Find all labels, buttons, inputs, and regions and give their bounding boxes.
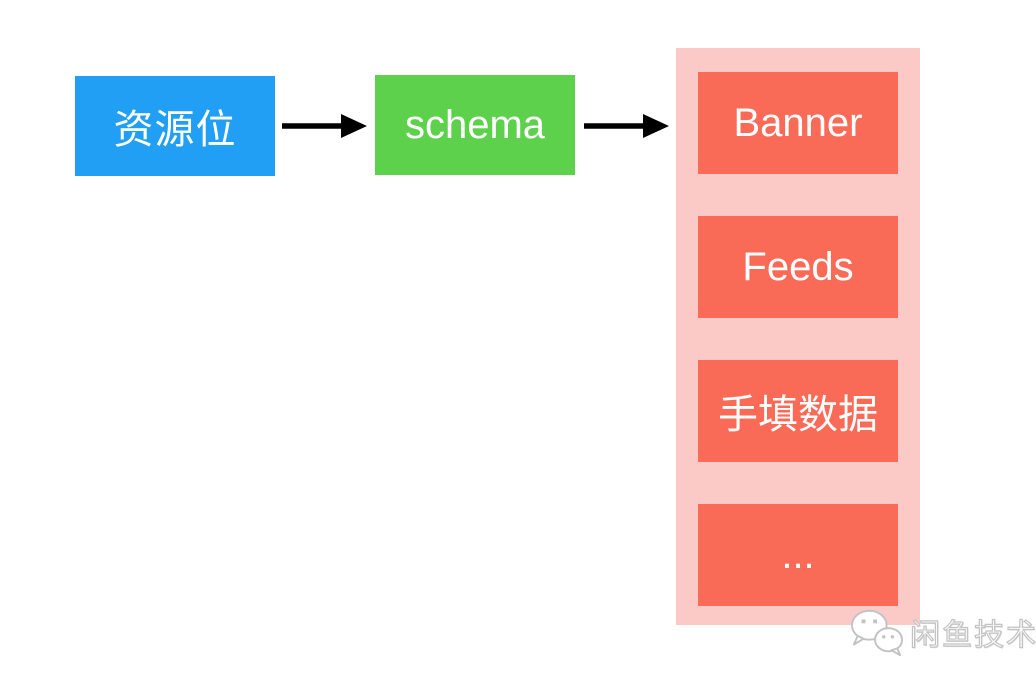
watermark-text: 闲鱼技术 — [909, 618, 1036, 652]
slot-item-feeds: Feeds — [698, 216, 898, 318]
slot-item-banner: Banner — [698, 72, 898, 174]
slot-item-manual-data-label: 手填数据 — [718, 393, 878, 437]
slot-item-more-label: ... — [781, 532, 815, 577]
slot-item-feeds-label: Feeds — [742, 244, 854, 289]
arrow-resource-to-schema-icon — [282, 114, 367, 138]
arrow-schema-to-slots-icon — [584, 114, 669, 138]
watermark: 闲鱼技术 — [848, 606, 1036, 658]
schema-box: schema — [375, 75, 575, 175]
resource-box-label: 资源位 — [113, 108, 237, 152]
schema-box-label: schema — [404, 102, 546, 147]
wechat-logo-icon — [851, 609, 903, 657]
slots-panel: Banner Feeds 手填数据 ... — [676, 48, 920, 625]
slot-item-more: ... — [698, 504, 898, 606]
slot-item-banner-label: Banner — [733, 100, 863, 145]
slot-item-manual-data: 手填数据 — [698, 360, 898, 462]
resource-box: 资源位 — [75, 76, 275, 176]
